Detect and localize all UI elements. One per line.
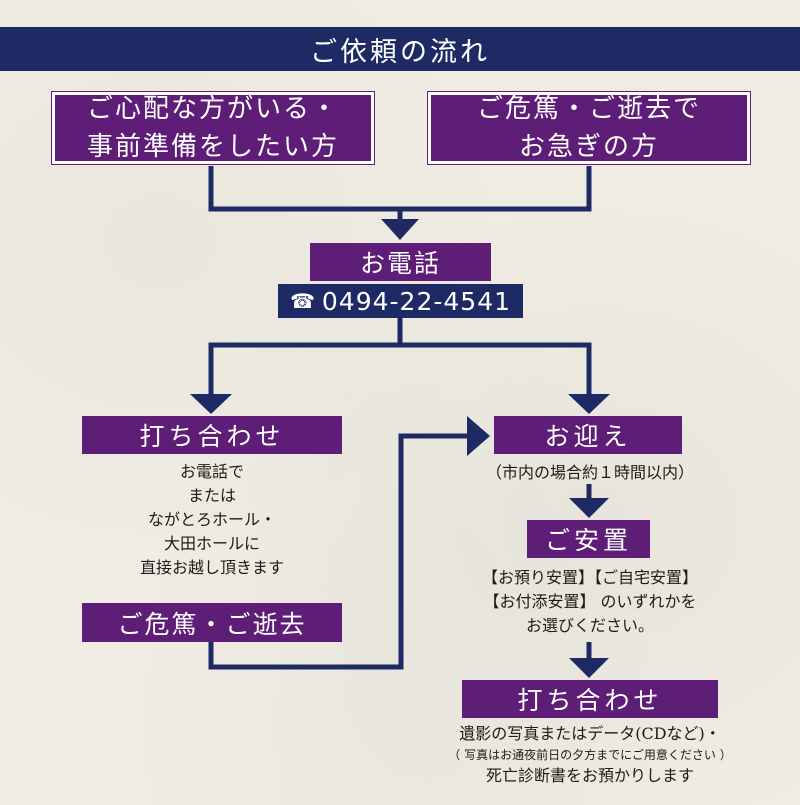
final-note-small: （ 写真はお通夜前日の夕方までにご用意ください ） xyxy=(448,748,732,762)
consult-note: お電話で または ながとろホール・ 大田ホールに 直接お越し頂きます xyxy=(82,460,342,580)
phone-icon: ☎ xyxy=(289,289,316,313)
pickup-note: （市内の場合約１時間以内） xyxy=(485,463,694,482)
final-step-label: 打ち合わせ xyxy=(462,680,718,718)
arrow-down-pickup xyxy=(568,394,610,414)
start-box-preparation-line2: 事前準備をしたい方 xyxy=(86,132,339,162)
arrow-down-phone xyxy=(381,219,419,240)
start-box-preparation-line1: ご心配な方がいる・ xyxy=(86,94,339,124)
final-note: 遺影の写真またはデータ(CDなど)・ （ 写真はお通夜前日の夕方までにご用意くだ… xyxy=(380,722,800,788)
placement-note: 【お預り安置】【ご自宅安置】 【お付添安置】 のいずれかを お選びください。 xyxy=(430,566,750,638)
consult-note-line: お電話で xyxy=(179,462,244,481)
split-line xyxy=(208,342,592,397)
consult-note-line: または xyxy=(187,486,236,505)
consult-step-label: 打ち合わせ xyxy=(82,416,342,454)
page-title: ご依頼の流れ xyxy=(0,27,800,71)
placement-step-label: ご安置 xyxy=(527,520,650,558)
placement-note-line: 【お預り安置】【ご自宅安置】 xyxy=(481,568,698,587)
arrow-down-placement xyxy=(569,498,609,518)
final-note-line1: 遺影の写真またはデータ(CDなど)・ xyxy=(459,724,721,743)
placement-note-line: 【お付添安置】 のいずれかを xyxy=(483,592,697,611)
death-step-label: ご危篤・ご逝去 xyxy=(82,603,342,642)
phone-number-button[interactable]: ☎ 0494-22-4541 xyxy=(278,284,523,318)
death-to-pickup-line xyxy=(208,433,470,670)
arrow-down-final xyxy=(569,658,609,678)
start-box-preparation: ご心配な方がいる・ 事前準備をしたい方 xyxy=(52,92,374,164)
arrow-down-consult xyxy=(190,394,232,414)
start-box-urgent-line2: お急ぎの方 xyxy=(518,132,659,162)
placement-note-line: お選びください。 xyxy=(525,616,654,635)
consult-note-line: 直接お越し頂きます xyxy=(139,558,284,577)
start-box-urgent: ご危篤・ご逝去で お急ぎの方 xyxy=(428,92,750,164)
phone-number: 0494-22-4541 xyxy=(321,286,512,316)
start-box-urgent-line1: ご危篤・ご逝去で xyxy=(476,94,701,124)
consult-note-line: 大田ホールに xyxy=(163,534,260,553)
consult-note-line: ながとろホール・ xyxy=(147,510,276,529)
pickup-step-label: お迎え xyxy=(494,416,682,454)
arrow-right-pickup xyxy=(467,416,490,456)
phone-step-label: お電話 xyxy=(310,243,491,281)
merge-line xyxy=(208,166,592,212)
final-note-line3: 死亡診断書をお預かりします xyxy=(485,766,694,785)
